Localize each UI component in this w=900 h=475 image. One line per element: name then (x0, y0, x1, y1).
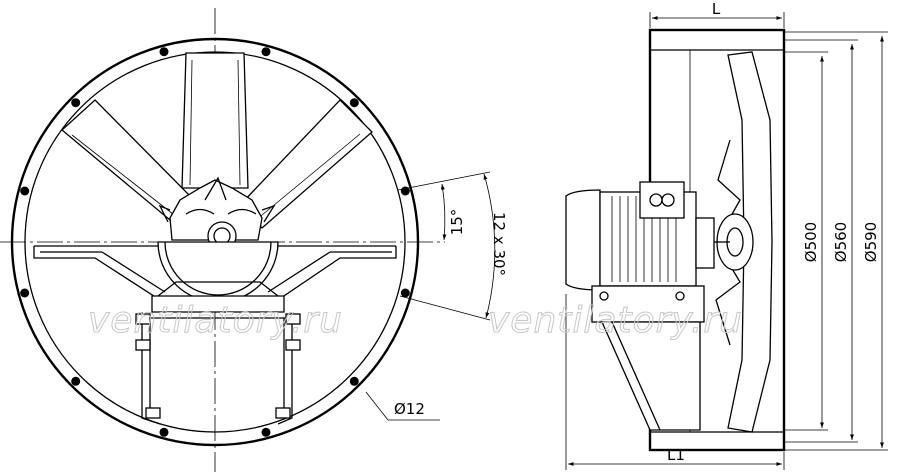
bolt-hole (261, 47, 271, 57)
motor-base (150, 281, 290, 319)
bolt-hole (349, 376, 359, 386)
hole-diameter-leader (365, 391, 440, 421)
bolt-hole (20, 186, 30, 196)
motor-bracket-side (591, 285, 705, 431)
watermark-right: ventilatory.ru (488, 300, 743, 341)
watermark-left: ventilatory.ru (88, 300, 343, 341)
flange-bolt-holes (20, 47, 410, 437)
dia-590-label: Ø590 (862, 222, 880, 262)
angle-dimensions (397, 171, 496, 321)
dimension-L (649, 12, 785, 28)
dimension-L1 (565, 294, 785, 470)
side-view: L L1 Ø500 Ø560 Ø590 (565, 0, 888, 470)
bolt-hole (20, 288, 30, 298)
hole-diameter-label: Ø12 (394, 400, 425, 418)
dimension-L1-label: L1 (667, 446, 685, 464)
motor-side (565, 181, 730, 291)
angle-small-label: 15° (448, 209, 466, 236)
bolt-hole (159, 427, 169, 437)
support-legs (135, 312, 301, 425)
bolt-hole (71, 98, 81, 108)
bolt-hole (159, 47, 169, 57)
dimension-L-label: L (712, 0, 721, 18)
blade-right (239, 99, 373, 229)
bolt-hole (400, 288, 410, 298)
bolt-hole (261, 427, 271, 437)
dia-500-label: Ø500 (802, 222, 820, 262)
bolt-hole (71, 376, 81, 386)
motor-body-front (157, 241, 279, 303)
impeller-side (715, 51, 773, 433)
dia-560-label: Ø560 (832, 222, 850, 262)
bolt-hole (349, 98, 359, 108)
diameter-dimensions (784, 31, 888, 451)
blade-top (181, 52, 249, 189)
front-view: 15° 12 x 30° Ø12 (0, 8, 508, 472)
angle-pattern-label: 12 x 30° (490, 212, 508, 276)
